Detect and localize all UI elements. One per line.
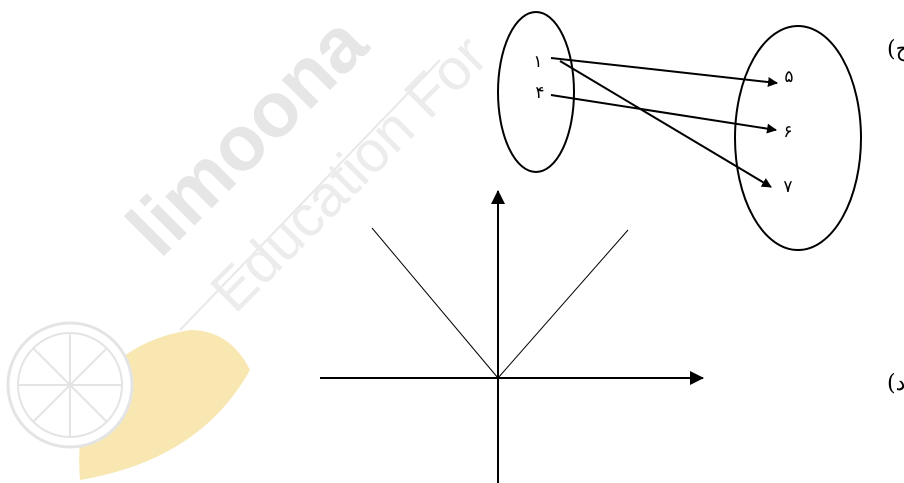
domain-set-ellipse xyxy=(497,11,575,173)
graph-right-branch xyxy=(497,229,629,379)
mapping-arrow-1-to-5 xyxy=(550,57,778,87)
graph xyxy=(320,190,704,483)
graph-left-branch xyxy=(371,227,499,379)
codomain-element-6: ۶ xyxy=(783,122,792,142)
watermark-divider xyxy=(179,59,441,331)
watermark: limoona Education For xyxy=(6,0,500,480)
part-d-label: د) xyxy=(887,371,904,396)
domain-element-1: ۱ xyxy=(533,52,542,72)
codomain-set-ellipse xyxy=(734,25,862,251)
codomain-element-7: ۷ xyxy=(783,177,792,197)
mapping-arrow-4-to-6 xyxy=(550,94,777,134)
codomain-element-5: ۵ xyxy=(784,67,793,87)
domain-element-4: ۴ xyxy=(535,83,544,103)
mapping-diagram: ۱ ۴ ۵ ۶ ۷ xyxy=(497,11,862,251)
mapping-arrow-1-to-7 xyxy=(559,60,772,188)
part-c-label: ج) xyxy=(887,37,904,62)
lemon-logo-icon xyxy=(6,321,251,480)
